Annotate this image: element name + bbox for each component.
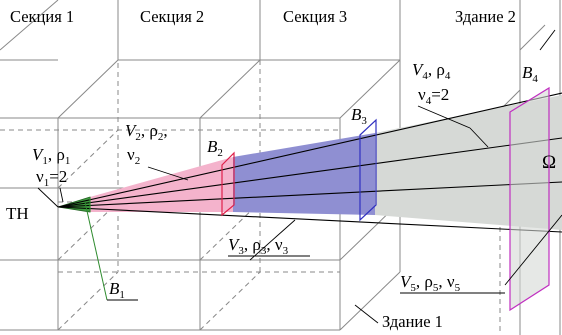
section-3-label: Секция 3 (283, 7, 347, 26)
boundary-b1-label: B1 (109, 279, 125, 301)
building-2-label: Здание 2 (455, 7, 516, 26)
volume-5-params: V5, ρ5, ν5 (400, 272, 461, 294)
boundary-b3-label: B3 (351, 105, 367, 127)
volume-1-nu: ν1=2 (36, 167, 67, 189)
boundary-b2-label: B2 (207, 137, 223, 159)
omega-label: Ω (542, 152, 556, 173)
cone-sector-3 (233, 133, 375, 215)
volume-4-nu: ν4=2 (418, 85, 449, 107)
cone-rays (57, 92, 562, 233)
volume-2-nu: ν2 (127, 145, 140, 167)
cone-sector-2 (90, 157, 233, 212)
volume-3-params: V3, ρ3, ν3 (228, 235, 289, 257)
volume-2-params: V2, ρ2, (125, 121, 168, 143)
boundary-b4-section (509, 86, 550, 312)
boundary-b2-section (221, 151, 235, 217)
boundary-b4-label: B4 (522, 63, 538, 85)
section-1-label: Секция 1 (10, 7, 74, 26)
source-label: ТН (6, 204, 29, 223)
section-2-label: Секция 2 (140, 7, 204, 26)
building-1-frame (0, 0, 401, 331)
volume-4-params: V4, ρ4 (412, 60, 451, 82)
building-1-label: Здание 1 (382, 312, 443, 331)
leader-lines (37, 29, 562, 324)
boundary-b3-section (359, 118, 377, 222)
volume-1-params: V1, ρ1 (32, 145, 70, 167)
